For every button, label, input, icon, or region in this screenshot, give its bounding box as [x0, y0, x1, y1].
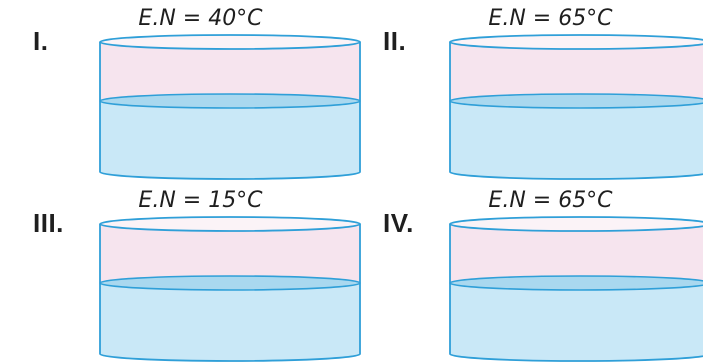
beaker-numeral: II. — [383, 26, 407, 56]
liquid-surface — [449, 93, 703, 109]
bottom-rim — [99, 171, 361, 180]
liquid-body — [450, 101, 703, 179]
beaker-drawing — [449, 216, 703, 362]
liquid-surface — [449, 275, 703, 291]
bottom-rim — [99, 353, 361, 362]
liquid-surface — [99, 275, 361, 291]
top-rim — [449, 34, 703, 50]
top-rim — [449, 216, 703, 232]
beaker-drawing — [99, 216, 361, 362]
bottom-rim — [449, 171, 703, 180]
liquid-body — [100, 101, 360, 179]
beaker-numeral: III. — [33, 208, 64, 238]
vapor-region — [100, 224, 360, 290]
beaker-drawing — [99, 34, 361, 180]
liquid-body — [450, 283, 703, 361]
bottom-rim — [449, 353, 703, 362]
boiling-point-label: E.N = 15°C — [138, 188, 263, 213]
liquid-surface — [99, 93, 361, 109]
beaker-numeral: IV. — [383, 208, 414, 238]
top-rim — [99, 216, 361, 232]
beaker-panel-3: III. E.N = 15°C — [33, 188, 361, 362]
beaker-panel-4: IV. E.N = 65°C — [383, 188, 703, 362]
beaker-drawing — [449, 34, 703, 180]
vapor-region — [450, 42, 703, 108]
beaker-panel-2: II. E.N = 65°C — [383, 6, 703, 183]
boiling-point-label: E.N = 65°C — [488, 6, 613, 31]
beaker-panel-1: I. E.N = 40°C — [33, 6, 361, 183]
vapor-region — [450, 224, 703, 290]
boiling-point-label: E.N = 65°C — [488, 188, 613, 213]
beaker-numeral: I. — [33, 26, 49, 56]
vapor-region — [100, 42, 360, 108]
liquid-body — [100, 283, 360, 361]
boiling-point-label: E.N = 40°C — [138, 6, 263, 31]
top-rim — [99, 34, 361, 50]
